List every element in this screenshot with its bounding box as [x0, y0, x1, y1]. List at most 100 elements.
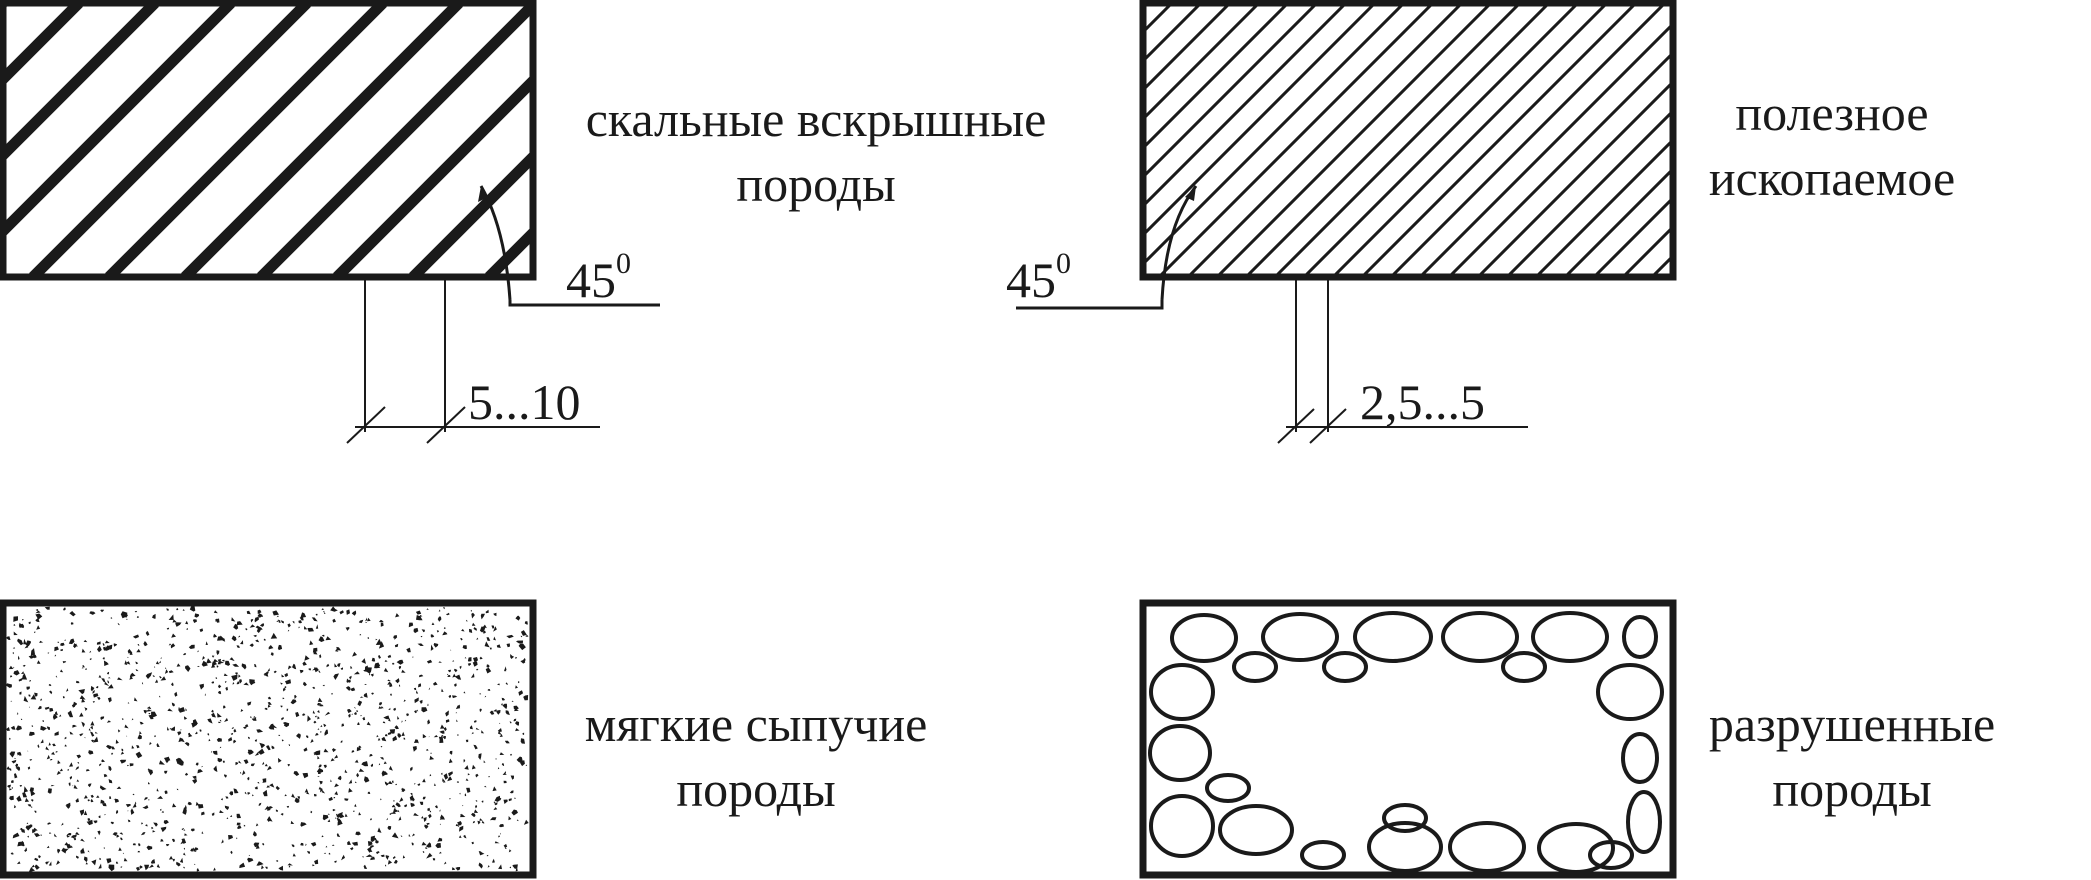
rock-overburden-spacing-dimension: [346, 277, 600, 444]
speckle-grain: [368, 850, 370, 852]
speckle-grain: [336, 833, 341, 838]
speckle-grain: [182, 807, 187, 815]
speckle-grain: [129, 763, 134, 767]
mineral-angle-arrowhead: [1185, 186, 1196, 201]
speckle-grain: [235, 672, 238, 675]
speckle-grain: [321, 608, 325, 611]
speckle-grain: [455, 867, 461, 871]
speckle-grain: [291, 844, 295, 848]
speckle-grain: [499, 722, 501, 724]
speckle-grain: [66, 688, 69, 692]
fragment: [1596, 663, 1664, 721]
speckle-grain: [461, 628, 465, 632]
speckle-grain: [399, 797, 404, 803]
speckle-grain: [211, 712, 216, 718]
speckle-grain: [309, 640, 314, 646]
speckle-grain: [455, 824, 458, 827]
speckle-grain: [385, 855, 390, 860]
speckle-grain: [422, 734, 427, 739]
speckle-grain: [266, 745, 271, 751]
speckle-grain: [55, 751, 58, 753]
speckle-grain: [442, 631, 448, 636]
speckle-grain: [523, 819, 529, 825]
speckle-grain: [290, 699, 297, 705]
speckle-grain: [102, 803, 107, 807]
speckle-grain: [270, 652, 274, 656]
speckle-grain: [349, 847, 354, 851]
mineral-symbol: [1139, 0, 1677, 281]
speckle-grain: [197, 665, 200, 667]
speckle-grain: [456, 821, 463, 825]
soft-loose-speckle: [6, 605, 529, 873]
speckle-grain: [313, 750, 321, 756]
speckle-grain: [231, 617, 236, 622]
speckle-grain: [356, 773, 359, 778]
speckle-grain: [64, 639, 66, 641]
speckle-grain: [427, 703, 429, 706]
speckle-grain: [224, 660, 231, 666]
speckle-grain: [238, 760, 242, 764]
speckle-grain: [154, 666, 156, 668]
speckle-grain: [135, 866, 140, 871]
fragment: [1218, 804, 1294, 856]
speckle-grain: [340, 740, 343, 743]
speckle-grain: [443, 727, 447, 732]
speckle-grain: [358, 812, 362, 816]
speckle-grain: [375, 638, 382, 645]
speckle-grain: [166, 627, 170, 630]
speckle-grain: [160, 676, 166, 681]
speckle-grain: [448, 695, 452, 699]
speckle-grain: [101, 678, 106, 683]
speckle-grain: [144, 864, 150, 871]
speckle-grain: [387, 860, 393, 865]
speckle-grain: [54, 833, 57, 838]
speckle-grain: [318, 636, 325, 642]
speckle-grain: [467, 663, 472, 667]
speckle-grain: [176, 861, 181, 867]
speckle-grain: [483, 630, 486, 634]
speckle-grain: [318, 764, 322, 768]
speckle-grain: [267, 817, 270, 822]
speckle-grain: [152, 675, 155, 677]
speckle-grain: [83, 856, 88, 863]
speckle-grain: [489, 817, 497, 821]
speckle-grain: [369, 845, 375, 849]
speckle-grain: [107, 697, 112, 703]
speckle-grain: [331, 692, 333, 695]
speckle-grain: [21, 625, 24, 629]
speckle-grain: [513, 705, 519, 710]
speckle-grain: [428, 736, 430, 738]
speckle-grain: [346, 609, 350, 615]
speckle-grain: [438, 661, 442, 663]
speckle-grain: [272, 724, 278, 729]
speckle-grain: [31, 806, 33, 808]
speckle-grain: [386, 817, 388, 821]
speckle-grain: [335, 649, 339, 652]
hatch-line: [1360, 3, 1638, 277]
fragment: [1367, 821, 1443, 873]
speckle-grain: [498, 864, 502, 870]
speckle-grain: [441, 772, 443, 775]
speckle-grain: [392, 735, 398, 742]
speckle-grain: [323, 610, 325, 613]
speckle-grain: [334, 860, 337, 863]
speckle-grain: [185, 620, 189, 625]
speckle-grain: [83, 639, 88, 643]
speckle-grain: [302, 713, 306, 716]
speckle-grain: [449, 750, 453, 755]
speckle-grain: [429, 810, 432, 813]
speckle-grain: [345, 686, 351, 691]
speckle-grain: [287, 764, 290, 767]
speckle-grain: [406, 713, 410, 717]
speckle-grain: [505, 710, 510, 716]
speckle-grain: [125, 804, 132, 808]
speckle-grain: [168, 670, 174, 674]
speckle-grain: [323, 764, 327, 769]
speckle-grain: [506, 634, 514, 639]
speckle-grain: [352, 651, 357, 657]
speckle-grain: [225, 796, 229, 799]
speckle-grain: [435, 843, 441, 849]
speckle-grain: [354, 706, 356, 709]
hatch-line: [1143, 3, 1290, 151]
speckle-grain: [305, 843, 307, 846]
